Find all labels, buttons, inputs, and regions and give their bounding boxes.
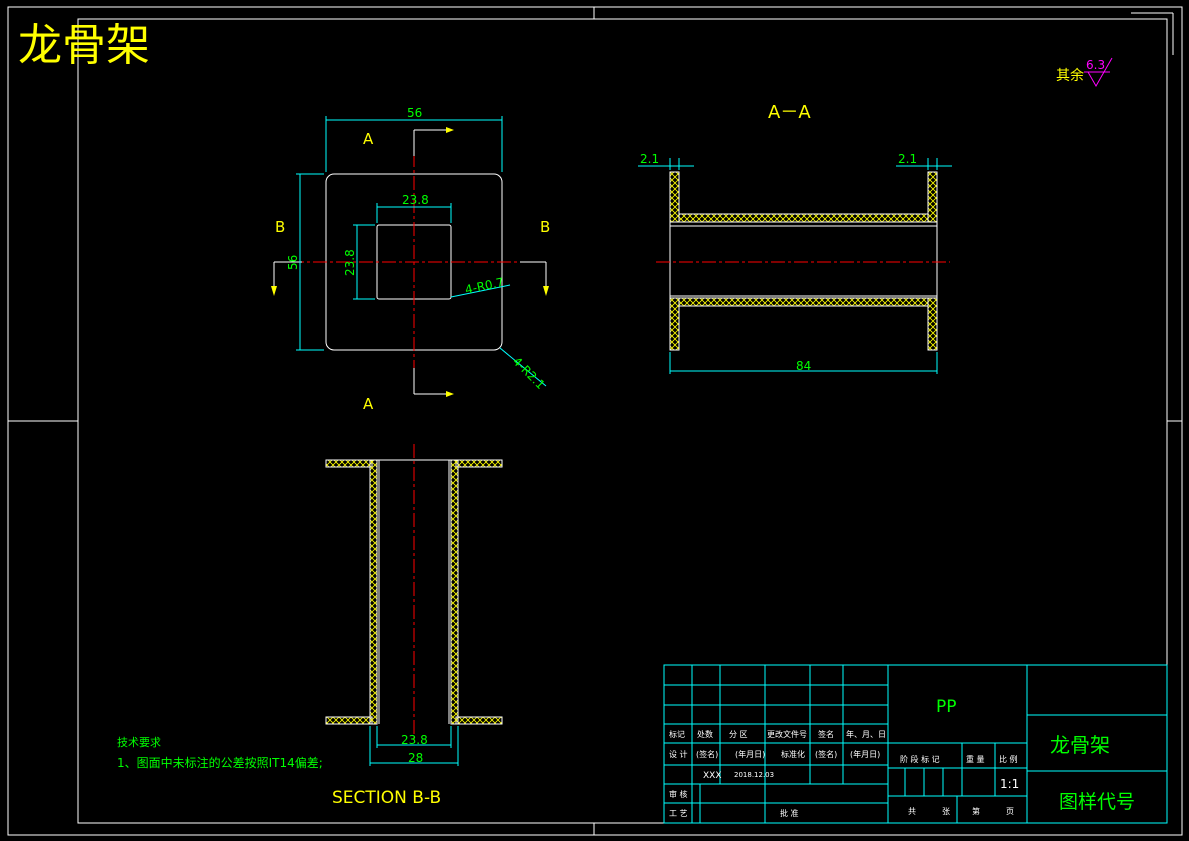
section-bb: 23.8 28 SECTION B-B bbox=[325, 444, 503, 808]
dim-aa-right: 2.1 bbox=[898, 152, 917, 166]
tb-check: 审 核 bbox=[669, 789, 688, 799]
tb-weight: 重 量 bbox=[966, 754, 985, 764]
dim-bb-outer: 28 bbox=[408, 751, 423, 765]
tb-part-name: 龙骨架 bbox=[1050, 733, 1110, 757]
tb-change-doc: 更改文件号 bbox=[767, 729, 807, 739]
dim-inner-h: 23.8 bbox=[343, 249, 357, 276]
tb-date: 年、月、日 bbox=[846, 729, 886, 739]
tb-sheet: 第 bbox=[972, 806, 980, 816]
tb-sign-paren: (签名) bbox=[696, 749, 718, 759]
dim-aa-left: 2.1 bbox=[640, 152, 659, 166]
tb-ratio: 比 例 bbox=[999, 754, 1018, 764]
note-outer-radius: 4-R2.1 bbox=[510, 354, 548, 392]
cut-a-bottom: A bbox=[363, 395, 374, 413]
cut-b-left: B bbox=[275, 218, 285, 236]
tb-material: PP bbox=[936, 697, 957, 717]
tb-total: 共 bbox=[908, 807, 916, 816]
tb-stage-mark: 阶 段 标 记 bbox=[900, 754, 940, 764]
roughness-value: 6.3 bbox=[1086, 58, 1105, 72]
notes-line1: 1、图面中未标注的公差按照IT14偏差; bbox=[117, 755, 323, 770]
cut-a-top: A bbox=[363, 130, 374, 148]
title-block bbox=[663, 664, 1168, 824]
dim-width: 56 bbox=[407, 106, 422, 120]
tb-scale: 1:1 bbox=[1000, 777, 1019, 791]
dim-height: 56 bbox=[286, 255, 300, 270]
tb-designer: XXX bbox=[703, 771, 722, 781]
tb-mark: 标记 bbox=[669, 729, 685, 739]
tb-zone: 分 区 bbox=[729, 730, 748, 739]
tb-design: 设 计 bbox=[669, 749, 688, 759]
note-inner-radius: 4-R0.7 bbox=[464, 275, 505, 297]
tb-sign-paren2: (签名) bbox=[815, 749, 837, 759]
tb-date-paren2: (年月日) bbox=[850, 749, 880, 759]
section-aa-title: A－A bbox=[768, 102, 811, 123]
tb-design-date: 2018.12.03 bbox=[734, 771, 774, 779]
tb-standard: 标准化 bbox=[781, 749, 805, 759]
drawing-title: 龙骨架 bbox=[18, 20, 150, 71]
sheet-border bbox=[7, 6, 1183, 836]
dim-bb-inner: 23.8 bbox=[401, 733, 428, 747]
tb-count: 处数 bbox=[697, 729, 713, 739]
tb-page: 页 bbox=[1006, 807, 1014, 816]
top-view: A A B B bbox=[271, 106, 550, 413]
roughness-symbol: 其余 6.3 bbox=[1056, 57, 1113, 88]
roughness-label: 其余 bbox=[1056, 67, 1084, 84]
tb-sign: 签名 bbox=[818, 729, 834, 739]
title-block-text: 标记 处数 分 区 更改文件号 签名 年、月、日 设 计 (签名) (年月日) … bbox=[669, 697, 1135, 818]
cut-b-right: B bbox=[540, 218, 550, 236]
tb-process: 工 艺 bbox=[669, 809, 688, 818]
dim-inner-w: 23.8 bbox=[402, 193, 429, 207]
tb-sheets: 张 bbox=[942, 807, 950, 816]
section-aa: A－A 2.1 2.1 8 bbox=[638, 102, 952, 374]
tb-drawing-code: 图样代号 bbox=[1059, 791, 1135, 813]
dim-aa-length: 84 bbox=[796, 359, 811, 373]
tb-approve: 批 准 bbox=[780, 808, 799, 818]
tb-date-paren: (年月日) bbox=[735, 749, 765, 759]
section-bb-title: SECTION B-B bbox=[332, 788, 441, 808]
notes-heading: 技术要求 bbox=[117, 736, 161, 749]
